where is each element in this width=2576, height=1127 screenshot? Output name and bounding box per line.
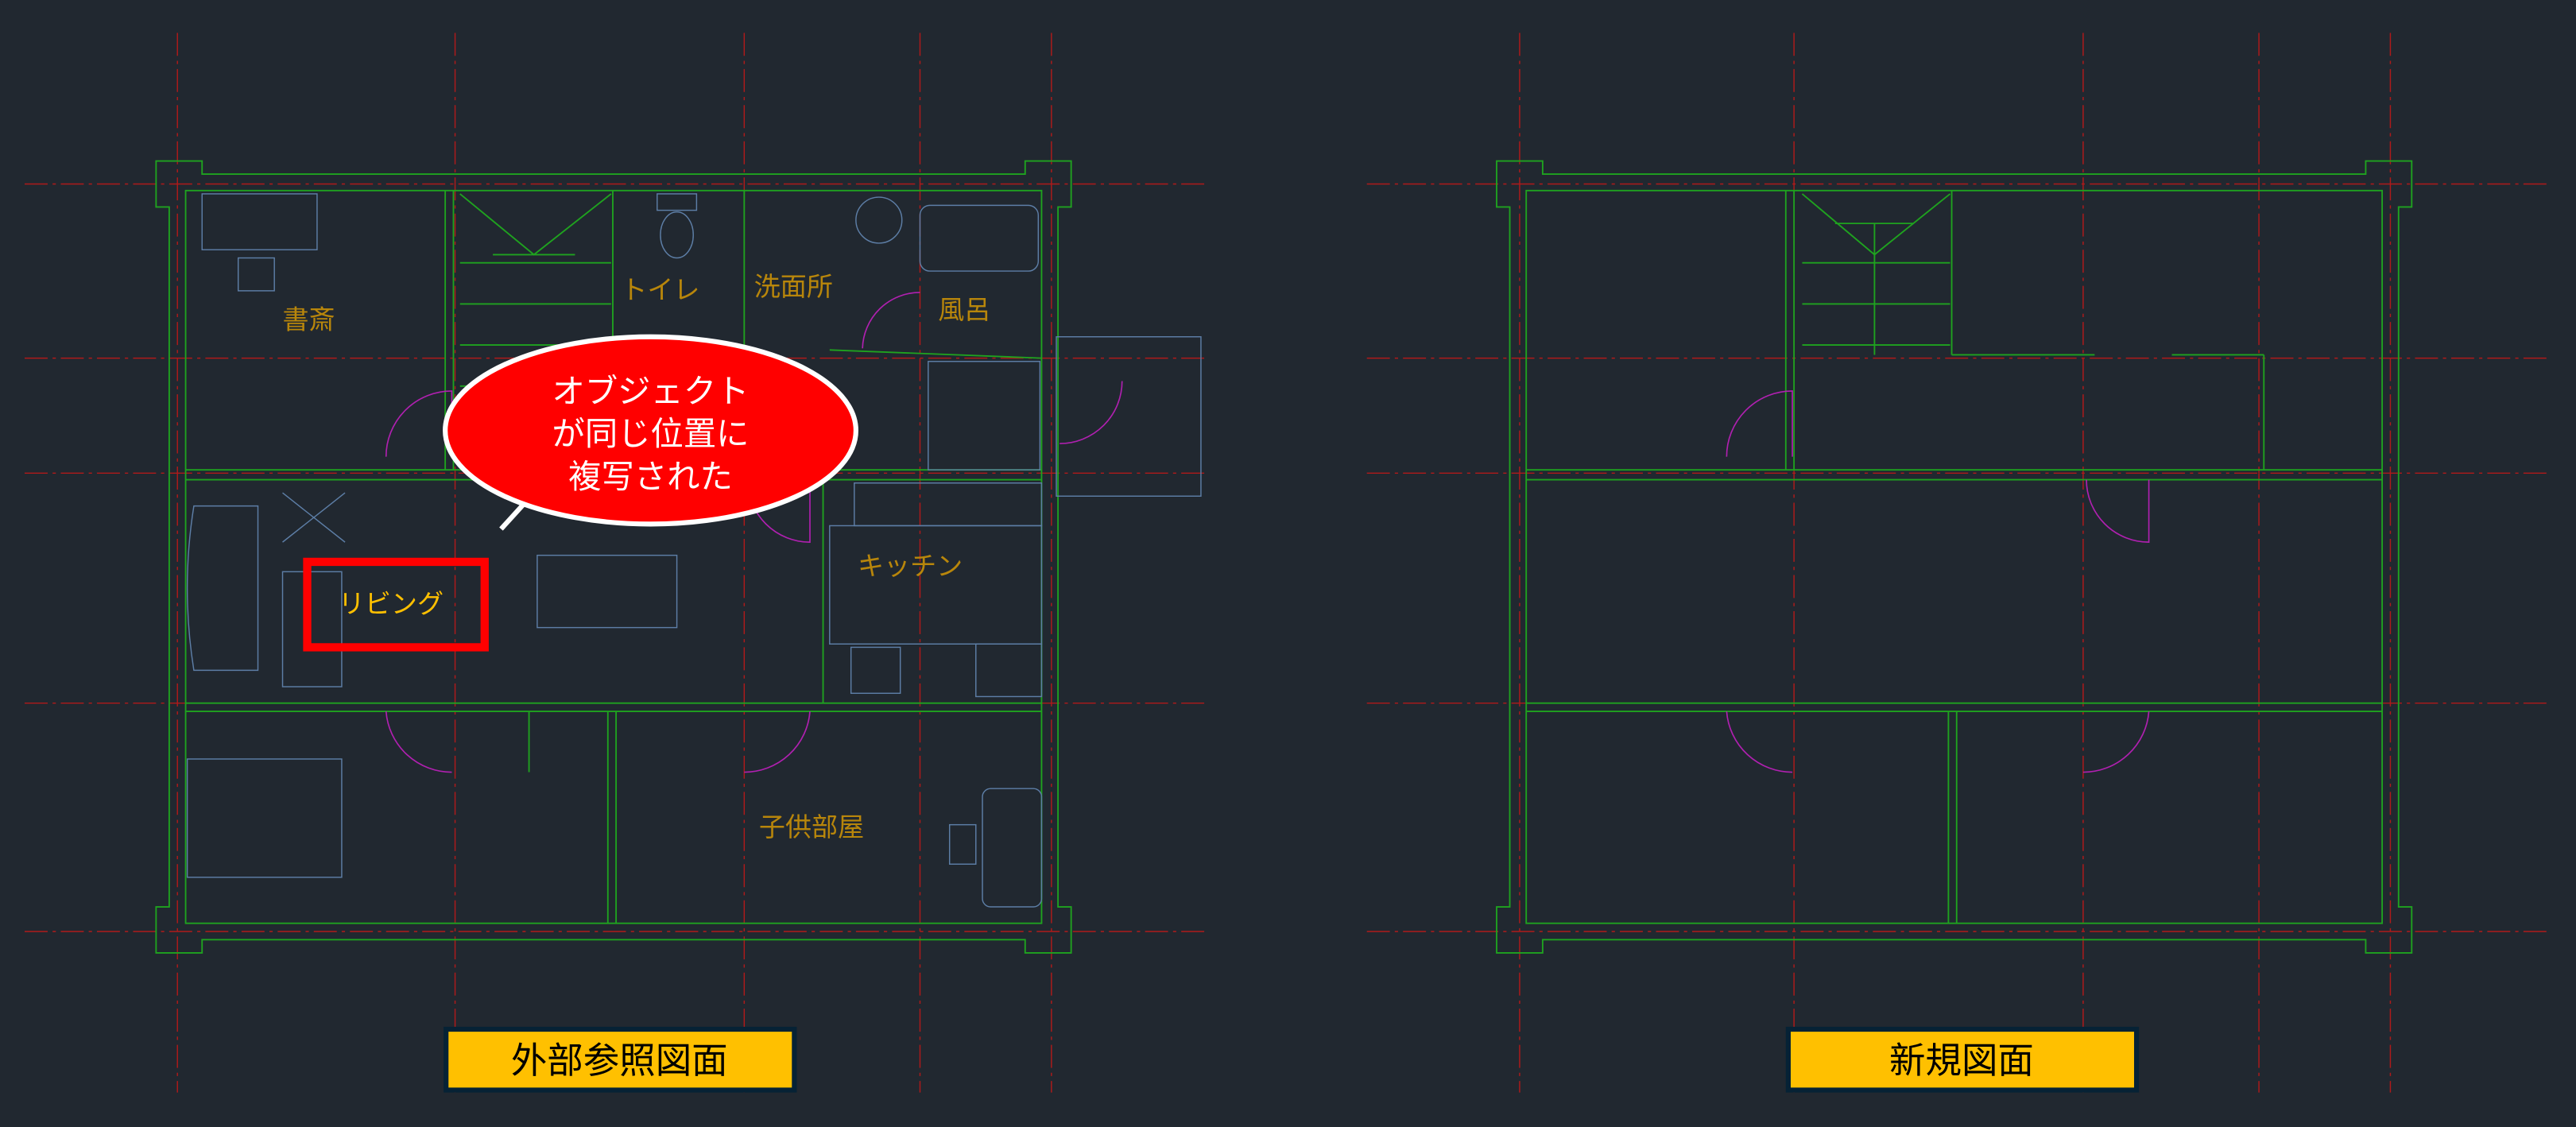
- walls: [1496, 160, 2413, 954]
- callout-bubble: オブジェクト が同じ位置に 複写された: [443, 334, 858, 531]
- living-highlight-box: [303, 557, 489, 652]
- grid-lines: [1366, 33, 2550, 1093]
- room-label-study: 書斎: [283, 304, 335, 335]
- callout-line-1: オブジェクト: [552, 372, 750, 410]
- room-label-living: リビング: [339, 588, 444, 619]
- callout-line-3: 複写された: [568, 458, 733, 496]
- left-title-box: 外部参照図面: [444, 1026, 797, 1093]
- room-label-bath: 風呂: [938, 294, 990, 325]
- room-label-kitchen: キッチン: [858, 550, 963, 581]
- furniture: [186, 193, 1202, 908]
- room-label-toilet: トイレ: [621, 274, 699, 305]
- left-floor-plan: 書斎 トイレ 洗面所 風呂 キッチン 子供部屋 リビング オブジェクト が同じ位…: [25, 33, 1208, 1093]
- left-drawing-title: 外部参照図面: [511, 1040, 728, 1082]
- callout-line-2: が同じ位置に: [552, 415, 750, 453]
- room-labels: 書斎 トイレ 洗面所 風呂 キッチン 子供部屋: [283, 271, 991, 842]
- right-title-box: 新規図面: [1785, 1026, 2140, 1093]
- room-label-washroom: 洗面所: [754, 271, 833, 302]
- right-floor-plan: 新規図面: [1366, 33, 2550, 1093]
- grid-lines: [25, 33, 1208, 1093]
- room-label-kids-room: 子供部屋: [759, 811, 864, 842]
- doors: [1726, 390, 2150, 773]
- right-drawing-title: 新規図面: [1889, 1040, 2034, 1082]
- doors: [385, 292, 1123, 773]
